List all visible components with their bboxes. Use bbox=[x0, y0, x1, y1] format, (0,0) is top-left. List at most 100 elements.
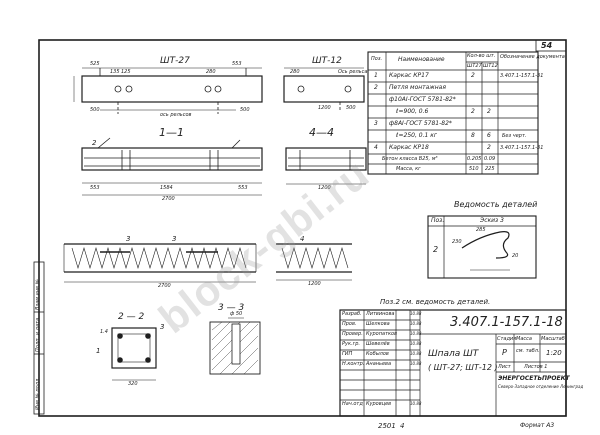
dim-525: 525 bbox=[90, 61, 100, 67]
role: Разраб. bbox=[342, 311, 362, 317]
spec-row-pos: 4 bbox=[374, 144, 378, 151]
spec-row-doc: Без черт. bbox=[502, 133, 527, 139]
stage-header: Стадия bbox=[497, 336, 517, 342]
dim-1200-reinf: 1200 bbox=[308, 281, 321, 287]
mass-header: Масса bbox=[516, 336, 532, 342]
parts-table-grid bbox=[427, 215, 537, 279]
spec-row-q2: 2 bbox=[487, 108, 491, 115]
parts-note: Поз.2 см. ведомость деталей. bbox=[380, 298, 491, 306]
dim-2700-reinf: 2700 bbox=[158, 283, 171, 289]
spec-row-q2: 2 bbox=[487, 144, 491, 151]
role-name: Куровцев bbox=[366, 401, 392, 407]
format-label: Формат А3 bbox=[520, 422, 555, 429]
spec-row-pos: 2 bbox=[374, 84, 378, 91]
pos-3-sec22: 3 bbox=[160, 323, 165, 331]
role-date: 10.88 bbox=[410, 331, 422, 336]
spec-row-q2: 0.09 bbox=[484, 156, 496, 162]
pos-4-reinf: 4 bbox=[300, 235, 305, 243]
role: Нач.отд bbox=[342, 401, 363, 407]
spec-row-pos: 3 bbox=[374, 120, 378, 127]
dim-20: 20 bbox=[512, 253, 519, 259]
spec-row-q1: 510 bbox=[469, 166, 479, 172]
view-title-section-3-3: 3 — 3 bbox=[218, 303, 245, 313]
spec-row-name: ф10АI-ГОСТ 5781-82* bbox=[389, 96, 456, 103]
sheets-label: Листов 1 bbox=[524, 364, 548, 370]
spec-row-q2: 6 bbox=[487, 132, 491, 139]
section-4-4 bbox=[285, 147, 367, 185]
spec-header-doc: Обозначение документа bbox=[500, 54, 565, 60]
role: Провер. bbox=[342, 331, 363, 337]
dim-1200-sec: 1200 bbox=[318, 185, 331, 191]
dim-phi50: ф 50 bbox=[230, 311, 243, 317]
spec-row-name: Каркас КР18 bbox=[389, 144, 429, 151]
role-name: Шелкова bbox=[366, 321, 390, 327]
spec-subheader-shtp27: ШТ27 bbox=[467, 63, 482, 69]
role: Рук.гр. bbox=[342, 341, 360, 347]
view-title-section-2-2: 2 — 2 bbox=[118, 312, 145, 322]
dim-500: 500 bbox=[90, 107, 100, 113]
role-date: 10.88 bbox=[410, 321, 422, 326]
spec-row-name: Каркас КР17 bbox=[389, 72, 429, 79]
spec-row-pos: 1 bbox=[374, 72, 378, 79]
label-rail-axis-12: Ось рельса bbox=[338, 69, 368, 75]
role-name: Ананьева bbox=[366, 361, 392, 367]
dim-300: 500 bbox=[346, 105, 356, 111]
role-date: 10.88 bbox=[410, 361, 422, 366]
view-title-section-4-4: 4—4 bbox=[309, 126, 334, 139]
dim-553-sec: 553 bbox=[90, 185, 100, 191]
sheet-label: Лист bbox=[498, 364, 511, 370]
role-name: Шевелёв bbox=[366, 341, 390, 347]
section-3-3 bbox=[209, 317, 261, 375]
spec-row-name: Масса, кг bbox=[396, 166, 421, 172]
role: ГИП bbox=[342, 351, 353, 357]
role-date: 10.88 bbox=[410, 351, 422, 356]
sheet-number-box bbox=[535, 39, 567, 52]
mass-value: см. табл. bbox=[516, 348, 540, 354]
dim-500b: 500 bbox=[240, 107, 250, 113]
elevation-sht27 bbox=[73, 67, 263, 114]
side-stamp-inv: Инв.№ подл. bbox=[35, 377, 41, 410]
parts-table-title: Ведомость деталей bbox=[454, 200, 538, 209]
spec-header-pos: Поз. bbox=[371, 56, 383, 62]
role-date: 10.88 bbox=[410, 401, 422, 406]
pos-3-reinf: 3 bbox=[126, 235, 131, 243]
doc-variants: ( ШТ-27; ШТ-12 ) bbox=[428, 363, 498, 372]
org-name: ЭНЕРГОСЕТЬПРОЕКТ bbox=[498, 375, 570, 382]
dim-280: 280 bbox=[206, 69, 216, 75]
archive-number: 2501 bbox=[378, 422, 396, 430]
dim-2700: 2700 bbox=[162, 196, 175, 202]
spec-row-name: ф8АI-ГОСТ 5781-82* bbox=[389, 120, 452, 127]
reinforcement-view-12 bbox=[276, 243, 352, 281]
side-stamp-sign: Подп. и дата bbox=[35, 317, 41, 352]
spec-row-q2: 225 bbox=[485, 166, 495, 172]
spec-row-doc: 3.407.1-157.1-31 bbox=[500, 145, 544, 151]
parts-row-pos: 2 bbox=[433, 245, 439, 254]
role-date: 10.88 bbox=[410, 341, 422, 346]
dim-320: 320 bbox=[128, 381, 138, 387]
dim-230: 230 bbox=[452, 239, 462, 245]
spec-table-grid bbox=[367, 51, 539, 175]
dim-1-4: 1.4 bbox=[100, 329, 108, 335]
role-name: Литвинова bbox=[366, 311, 395, 317]
role-name: Куропатков bbox=[366, 331, 398, 337]
view-title-sht12: ШТ-12 bbox=[312, 56, 342, 66]
doc-name: Шпала ШТ bbox=[428, 349, 479, 359]
dim-135: 135 bbox=[110, 69, 120, 75]
spec-subheader-shtp12: ШТ12 bbox=[483, 63, 498, 69]
scale-value: 1:20 bbox=[546, 349, 562, 357]
doc-code: 3.407.1-157.1-18 bbox=[450, 315, 563, 330]
view-title-section-1-1: 1—1 bbox=[159, 126, 184, 139]
role-name: Кобылов bbox=[366, 351, 389, 357]
spec-header-qty: Кол-во шт. bbox=[467, 53, 496, 59]
elevation-sht12 bbox=[283, 67, 365, 112]
org-sub: Северо-Западное отделение Ленинград bbox=[498, 384, 584, 389]
scale-header: Масштаб bbox=[541, 336, 565, 342]
spec-row-name: Бетон класса В25, м³ bbox=[382, 156, 438, 162]
side-stamp-replace: Взам.инв.№ bbox=[35, 279, 41, 310]
sheet-number: 54 bbox=[541, 41, 553, 50]
outer-frame bbox=[38, 39, 567, 417]
label-rail-axis: ось рельсов bbox=[160, 112, 192, 118]
stage-value: Р bbox=[502, 348, 507, 357]
role: Н.контр. bbox=[342, 361, 365, 367]
parts-header-sketch: Эскиз 3 bbox=[480, 217, 504, 224]
